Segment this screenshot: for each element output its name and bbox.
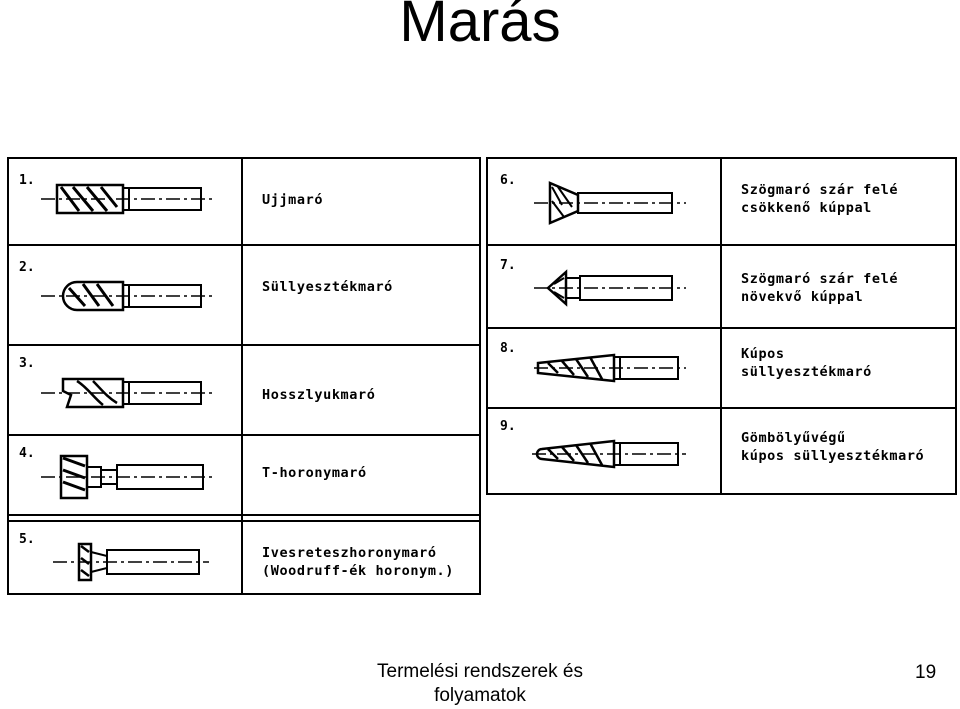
- tool-name-line2: csökkenő kúppal: [741, 200, 872, 216]
- column-divider: [241, 159, 243, 593]
- angle-mill-increasing-cone-drawing: [534, 269, 686, 307]
- end-mill-drawing: [41, 183, 215, 215]
- angle-mill-decreasing-cone-drawing: [534, 181, 686, 225]
- tool-number: 5.: [19, 532, 35, 547]
- slide-footer: Termelési rendszerek és folyamatok: [330, 660, 630, 708]
- tool-name-line2: süllyesztékmaró: [741, 364, 872, 380]
- tool-name: Szögmaró szár felé: [741, 271, 899, 287]
- ball-end-conical-mill-drawing: [532, 439, 686, 469]
- tool-name: Ujjmaró: [262, 192, 324, 208]
- tool-name-line2: (Woodruff-ék horonym.): [262, 563, 455, 579]
- column-divider: [720, 159, 722, 493]
- tool-number: 2.: [19, 260, 35, 275]
- slot-mill-drawing: [41, 377, 215, 409]
- table-row: 2. Süllyesztékmaró: [9, 246, 479, 346]
- tool-number: 3.: [19, 356, 35, 371]
- table-row: 3. Hosszlyukmaró: [9, 346, 479, 436]
- tool-name: Szögmaró szár felé: [741, 182, 899, 198]
- footer-line-1: Termelési rendszerek és: [377, 661, 583, 682]
- right-tool-table: 6. Szögmaró szár felé csökkenő kúppal 7.…: [486, 157, 957, 495]
- table-row: 9. Gömbölyűvégű kúpos süllyesztékmaró: [488, 409, 955, 493]
- tool-name-line2: növekvő kúppal: [741, 289, 864, 305]
- tool-number: 7.: [500, 258, 516, 273]
- table-row: 4. T-horonymaró: [9, 436, 479, 516]
- tool-name: T-horonymaró: [262, 465, 367, 481]
- woodruff-cutter-drawing: [53, 542, 209, 582]
- tool-name: Ivesreteszhoronymaró: [262, 545, 437, 561]
- table-row: 1. Ujjmaró: [9, 159, 479, 246]
- page-number: 19: [915, 662, 937, 683]
- footer-line-2: folyamatok: [434, 685, 526, 706]
- slide-title: Marás: [399, 0, 561, 54]
- die-sinking-mill-drawing: [41, 280, 215, 312]
- tool-name-line2: kúpos süllyesztékmaró: [741, 448, 925, 464]
- table-row: 5. Ivesreteszhoronymaró (Woodruff-ék hor…: [9, 520, 479, 597]
- tool-name: Hosszlyukmaró: [262, 387, 376, 403]
- t-slot-mill-drawing: [41, 454, 215, 500]
- conical-die-sinking-mill-drawing: [534, 353, 686, 383]
- tool-name: Kúpos: [741, 346, 785, 362]
- tool-name: Süllyesztékmaró: [262, 279, 393, 295]
- tool-number: 6.: [500, 173, 516, 188]
- tool-number: 9.: [500, 419, 516, 434]
- tool-name: Gömbölyűvégű: [741, 430, 846, 446]
- table-row: 7. Szögmaró szár felé növekvő kúppal: [488, 246, 955, 329]
- left-tool-table: 1. Ujjmaró 2. Süllyesztékmaró 3.: [7, 157, 481, 595]
- tool-number: 8.: [500, 341, 516, 356]
- tool-number: 4.: [19, 446, 35, 461]
- table-row: 6. Szögmaró szár felé csökkenő kúppal: [488, 159, 955, 246]
- tool-number: 1.: [19, 173, 35, 188]
- table-row: 8. Kúpos süllyesztékmaró: [488, 329, 955, 409]
